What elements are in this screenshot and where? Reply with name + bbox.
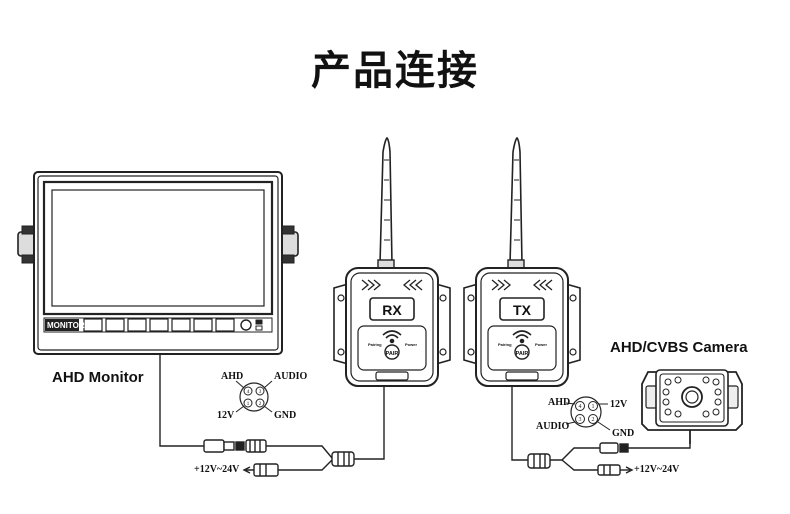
pin-right-ahd-label: AHD: [548, 397, 571, 408]
pin-left-3: 3: [259, 389, 262, 395]
power-input-right: +12V~24V: [634, 464, 680, 475]
pin-right-1: 1: [592, 404, 595, 410]
pin-left-audio-label: AUDIO: [274, 371, 308, 382]
pinout-right: [565, 396, 611, 431]
pin-left-2: 2: [259, 401, 262, 407]
pin-left-gnd-label: GND: [274, 410, 297, 421]
tx-pair-button: PAIR: [516, 351, 529, 357]
tx-unit: [463, 136, 581, 387]
tx-label: TX: [513, 302, 532, 318]
ahd-monitor: [17, 171, 299, 355]
tx-pairing-led: Pairing: [498, 342, 512, 347]
tx-power-led: Power: [535, 342, 547, 347]
pin-right-3: 3: [579, 417, 582, 423]
monitor-label: AHD Monitor: [52, 369, 144, 386]
camera-label: AHD/CVBS Camera: [610, 339, 748, 356]
rx-unit: [333, 136, 451, 387]
pin-left-1: 1: [247, 401, 250, 407]
pin-left-ahd-label: AHD: [221, 371, 244, 382]
rx-pair-button: PAIR: [386, 351, 399, 357]
pin-right-12v-label: 12V: [610, 399, 628, 410]
cables: [159, 354, 691, 477]
pin-right-gnd-label: GND: [612, 428, 635, 439]
power-input-left: +12V~24V: [194, 464, 240, 475]
pin-right-2: 2: [592, 417, 595, 423]
monitor-brand: MONITOR: [47, 321, 85, 330]
rx-label: RX: [382, 302, 402, 318]
rx-power-led: Power: [405, 342, 417, 347]
pin-right-4: 4: [579, 404, 582, 410]
page-title: 产品连接: [311, 48, 479, 94]
pin-right-audio-label: AUDIO: [536, 421, 570, 432]
pinout-left: [235, 380, 273, 413]
rx-pairing-led: Pairing: [368, 342, 382, 347]
pin-left-4: 4: [247, 389, 250, 395]
pin-left-12v-label: 12V: [217, 410, 235, 421]
ahd-camera: [641, 369, 743, 444]
